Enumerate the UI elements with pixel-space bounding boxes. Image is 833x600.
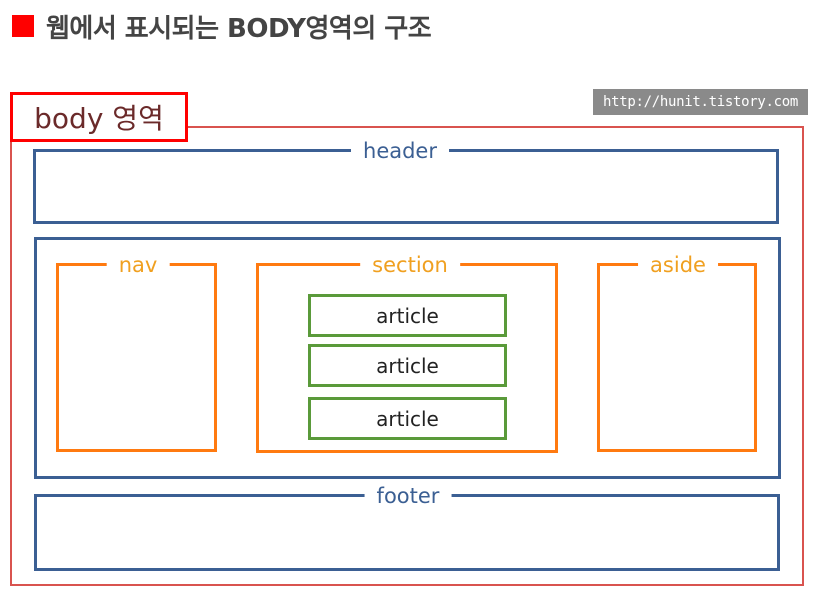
footer-box: footer	[34, 481, 780, 571]
aside-box: aside	[597, 250, 757, 452]
section-label: section	[360, 250, 460, 280]
nav-box: nav	[56, 250, 217, 452]
title-text: 웹에서 표시되는 BODY영역의 구조	[46, 13, 432, 44]
diagram-title: 웹에서 표시되는 BODY영역의 구조	[12, 8, 432, 44]
article-label: article	[376, 303, 439, 328]
source-watermark: http://hunit.tistory.com	[593, 89, 808, 115]
article-box: article	[308, 294, 507, 337]
article-box: article	[308, 397, 507, 440]
footer-label: footer	[364, 481, 452, 511]
article-label: article	[376, 406, 439, 431]
nav-label: nav	[106, 250, 170, 280]
article-box: article	[308, 344, 507, 387]
body-area-label: body 영역	[10, 92, 188, 142]
section-box: section	[256, 250, 558, 453]
title-marker-square	[12, 15, 34, 37]
article-label: article	[376, 353, 439, 378]
aside-label: aside	[638, 250, 718, 280]
header-box: header	[33, 136, 779, 224]
main-container-box	[34, 237, 781, 479]
header-label: header	[351, 136, 449, 166]
body-area-box	[10, 126, 804, 586]
